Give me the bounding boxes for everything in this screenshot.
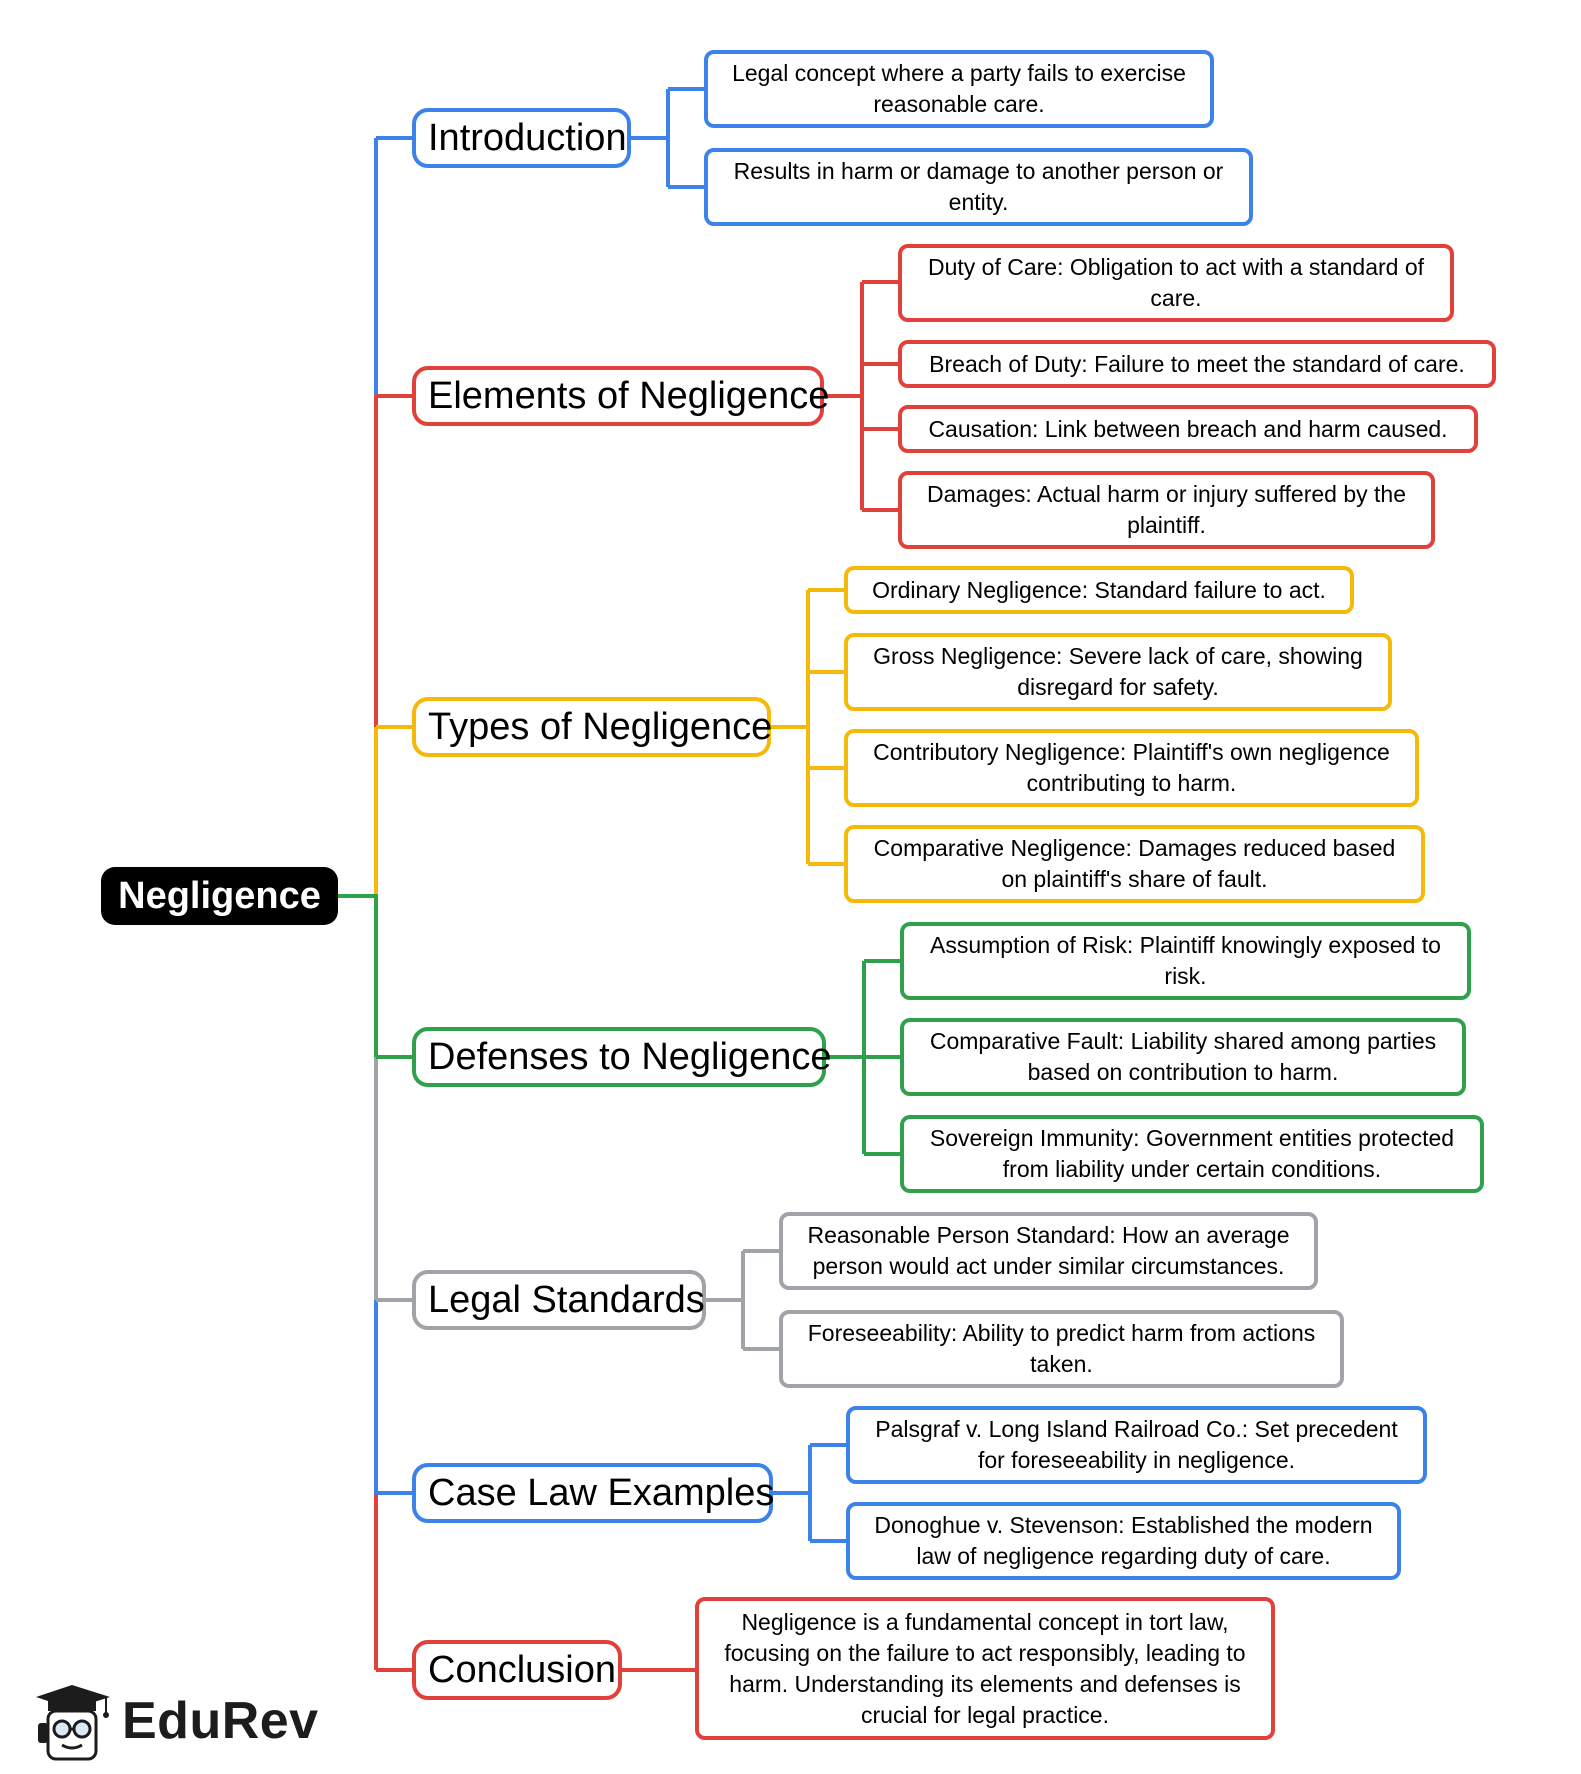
logo-text: EduRev (122, 1692, 319, 1750)
leaf-introduction-1: Legal concept where a party fails to exe… (704, 50, 1214, 128)
leaf-foreseeability: Foreseeability: Ability to predict harm … (779, 1310, 1344, 1388)
connector-introduction-leaves (631, 87, 706, 189)
connector-elements-leaves (824, 280, 900, 512)
leaf-gross-negligence: Gross Negligence: Severe lack of care, s… (844, 633, 1392, 711)
graduate-mascot-icon (36, 1685, 110, 1761)
branch-types-of-negligence: Types of Negligence (412, 697, 772, 757)
leaf-conclusion-summary: Negligence is a fundamental concept in t… (695, 1597, 1275, 1740)
branch-conclusion: Conclusion (412, 1640, 622, 1700)
connector-defenses-leaves (826, 959, 902, 1156)
edurev-logo: EduRev (30, 1683, 320, 1763)
leaf-sovereign-immunity: Sovereign Immunity: Government entities … (900, 1115, 1484, 1193)
leaf-duty-of-care: Duty of Care: Obligation to act with a s… (898, 244, 1454, 322)
leaf-comparative-fault: Comparative Fault: Liability shared amon… (900, 1018, 1466, 1096)
leaf-reasonable-person-standard: Reasonable Person Standard: How an avera… (779, 1212, 1318, 1290)
leaf-causation: Causation: Link between breach and harm … (898, 405, 1478, 453)
branch-introduction: Introduction (412, 108, 631, 168)
leaf-assumption-of-risk: Assumption of Risk: Plaintiff knowingly … (900, 922, 1471, 1000)
leaf-breach-of-duty: Breach of Duty: Failure to meet the stan… (898, 340, 1496, 388)
branch-elements-of-negligence: Elements of Negligence (412, 366, 829, 426)
leaf-donoghue: Donoghue v. Stevenson: Established the m… (846, 1502, 1401, 1580)
leaf-damages: Damages: Actual harm or injury suffered … (898, 471, 1435, 549)
branch-legal-standards: Legal Standards (412, 1270, 706, 1330)
connector-standards-leaves (706, 1249, 781, 1351)
branch-case-law-examples: Case Law Examples (412, 1463, 774, 1523)
connector-types-leaves (771, 588, 846, 866)
leaf-introduction-2: Results in harm or damage to another per… (704, 148, 1253, 226)
leaf-palsgraf: Palsgraf v. Long Island Railroad Co.: Se… (846, 1406, 1427, 1484)
leaf-ordinary-negligence: Ordinary Negligence: Standard failure to… (844, 566, 1354, 614)
branch-defenses-to-negligence: Defenses to Negligence (412, 1027, 831, 1087)
root-node: Negligence (101, 867, 338, 925)
connector-caselaw-leaves (773, 1443, 848, 1543)
leaf-contributory-negligence: Contributory Negligence: Plaintiff's own… (844, 729, 1419, 807)
leaf-comparative-negligence: Comparative Negligence: Damages reduced … (844, 825, 1425, 903)
